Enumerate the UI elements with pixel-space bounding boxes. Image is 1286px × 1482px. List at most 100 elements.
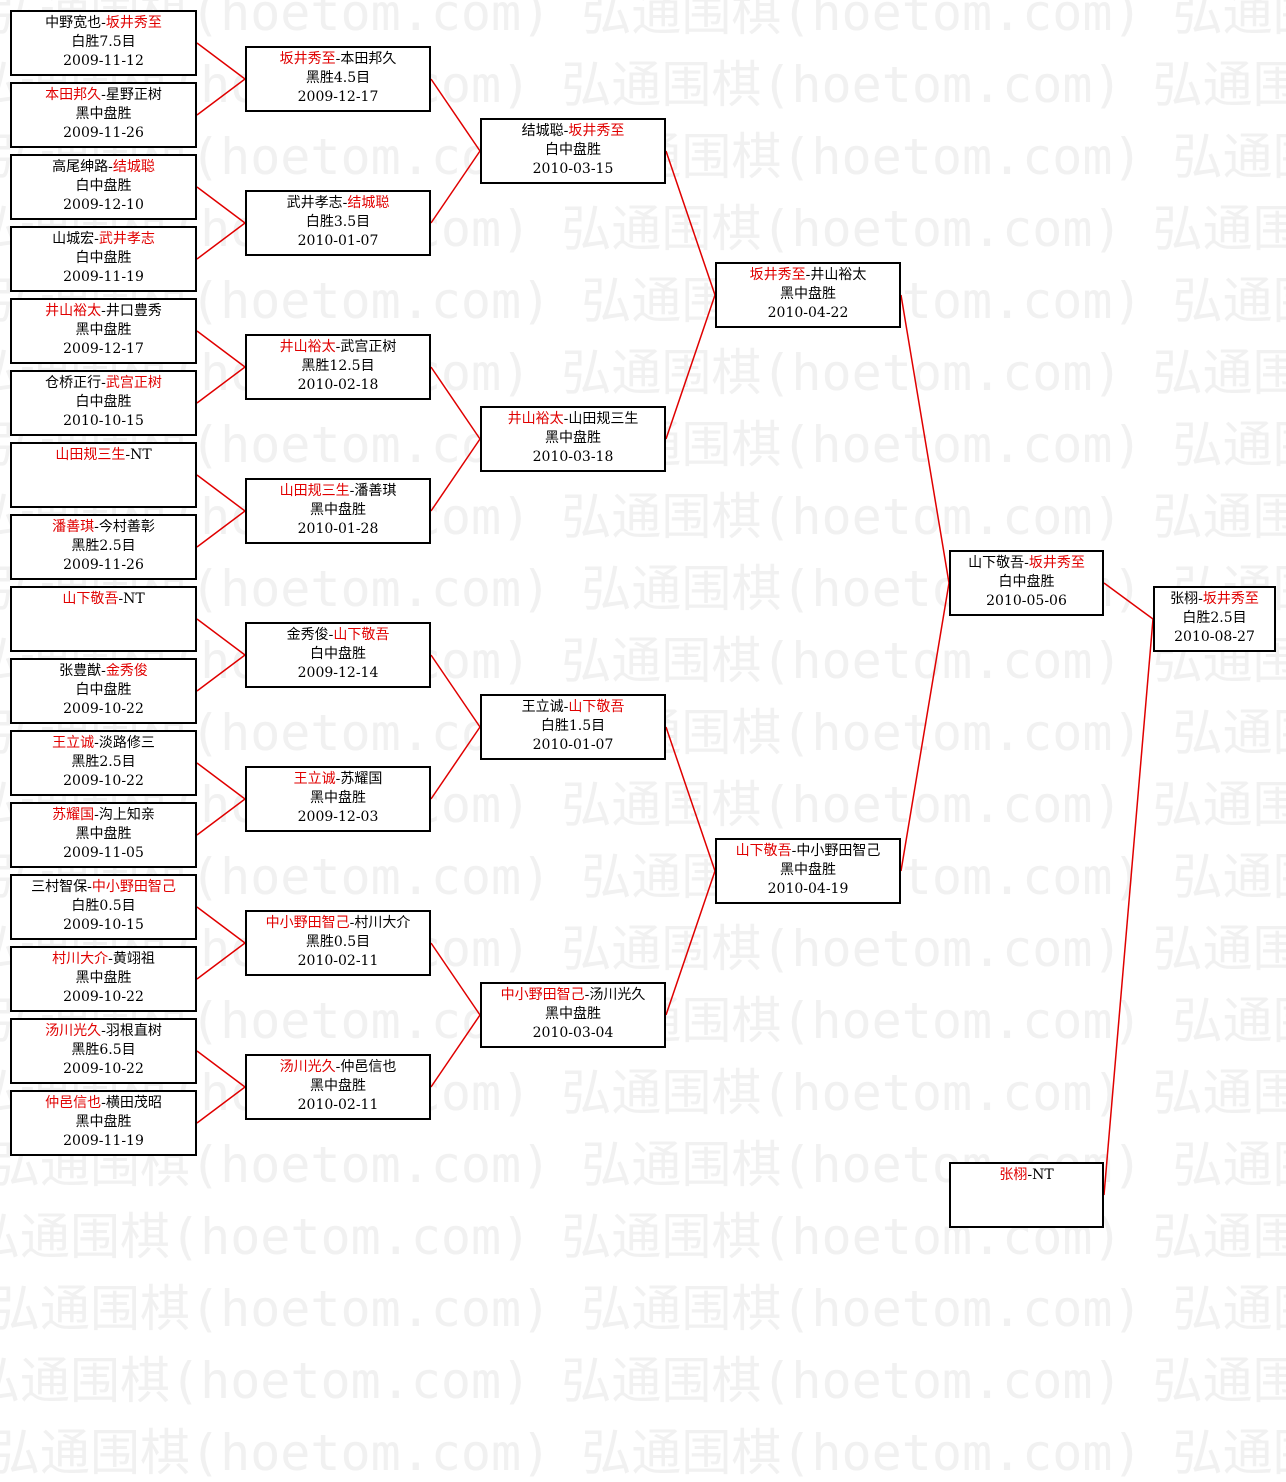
players-separator: - bbox=[94, 735, 99, 751]
player-two: 淡路修三 bbox=[98, 735, 155, 751]
players-separator: - bbox=[101, 1095, 106, 1111]
player-one: 王立诚 bbox=[293, 771, 336, 787]
match-date: 2009-12-17 bbox=[63, 341, 144, 357]
players-separator: - bbox=[342, 195, 348, 211]
connector-line bbox=[196, 474, 246, 512]
player-one: 坂井秀至 bbox=[749, 267, 806, 283]
player-two: NT bbox=[123, 591, 145, 607]
match-result: 黑中盘胜 bbox=[75, 106, 132, 122]
match-players: 汤川光久-仲邑信也 bbox=[247, 1058, 429, 1077]
connector-line bbox=[196, 186, 246, 224]
match-date: 2010-02-11 bbox=[297, 953, 379, 969]
player-two: 井口豊秀 bbox=[105, 303, 162, 319]
connector-line bbox=[430, 942, 481, 1016]
player-two: 金秀俊 bbox=[105, 663, 148, 679]
player-one: 仲邑信也 bbox=[45, 1095, 102, 1111]
player-two: 沟上知亲 bbox=[98, 807, 155, 823]
players-separator: - bbox=[87, 879, 92, 895]
match-players: 金秀俊-山下敬吾 bbox=[247, 626, 429, 645]
match-date: 2009-12-10 bbox=[63, 197, 144, 213]
match-players: 汤川光久-羽根直树 bbox=[12, 1022, 195, 1041]
connector-line bbox=[665, 870, 716, 1016]
player-one: 金秀俊 bbox=[286, 627, 329, 643]
player-two: 结城聪 bbox=[347, 195, 390, 211]
player-one: 汤川光久 bbox=[279, 1059, 336, 1075]
match-players: 张豊猷-金秀俊 bbox=[12, 662, 195, 681]
player-one: 井山裕太 bbox=[45, 303, 102, 319]
player-two: 横田茂昭 bbox=[105, 1095, 162, 1111]
player-one: 苏耀国 bbox=[52, 807, 95, 823]
match-players: 武井孝志-结城聪 bbox=[247, 194, 429, 213]
match-result: 黑胜12.5目 bbox=[301, 358, 375, 374]
match-date: 2009-10-22 bbox=[63, 1061, 144, 1077]
match-players: 三村智保-中小野田智己 bbox=[12, 878, 195, 897]
match-result: 白中盘胜 bbox=[310, 646, 366, 662]
match-result: 黑胜6.5目 bbox=[71, 1042, 136, 1058]
match-players: 中小野田智己-村川大介 bbox=[247, 914, 429, 933]
match-date: 2010-10-15 bbox=[63, 413, 144, 429]
players-separator: - bbox=[101, 375, 106, 391]
match-result: 黑中盘胜 bbox=[310, 790, 366, 806]
player-two: 坂井秀至 bbox=[105, 15, 162, 31]
player-one: 高尾绅路 bbox=[52, 159, 109, 175]
bracket-connectors bbox=[196, 42, 1154, 1196]
players-separator: - bbox=[108, 159, 113, 175]
player-one: 中小野田智己 bbox=[500, 987, 585, 1003]
connector-line bbox=[665, 150, 716, 296]
players-separator: - bbox=[1027, 1167, 1033, 1183]
match-box: 井山裕太-井口豊秀黑中盘胜 2009-12-17 bbox=[10, 298, 197, 364]
match-players: 坂井秀至-井山裕太 bbox=[717, 266, 899, 285]
connector-line bbox=[900, 294, 950, 584]
player-two: NT bbox=[1032, 1167, 1054, 1183]
connector-line bbox=[196, 510, 246, 548]
match-players: 王立诚-山下敬吾 bbox=[482, 698, 664, 717]
players-separator: - bbox=[335, 339, 341, 355]
match-result: 黑胜0.5目 bbox=[305, 934, 371, 950]
match-result: 黑中盘胜 bbox=[545, 430, 601, 446]
players-separator: - bbox=[349, 483, 355, 499]
player-two: 山下敬吾 bbox=[333, 627, 390, 643]
connector-line bbox=[665, 726, 716, 872]
match-result bbox=[12, 465, 195, 484]
player-one: 汤川光久 bbox=[45, 1023, 102, 1039]
watermark-text: 弘通围棋(hoetom.com) 弘通围棋(hoetom.com) 弘通围棋(h… bbox=[0, 1424, 1286, 1482]
match-result: 白中盘胜 bbox=[75, 682, 132, 698]
match-result: 黑中盘胜 bbox=[310, 1078, 366, 1094]
connector-line bbox=[196, 366, 246, 404]
match-date: 2009-10-22 bbox=[63, 773, 144, 789]
player-two: 坂井秀至 bbox=[1202, 591, 1259, 607]
match-result: 黑中盘胜 bbox=[75, 322, 132, 338]
player-one: 张栩 bbox=[1170, 591, 1199, 607]
player-one: 结城聪 bbox=[521, 123, 564, 139]
match-box: 中小野田智己-村川大介黑胜0.5目 2010-02-11 bbox=[245, 910, 431, 976]
player-one: 山田规三生 bbox=[279, 483, 350, 499]
match-result: 白中盘胜 bbox=[75, 250, 132, 266]
match-date: 2009-11-19 bbox=[63, 1133, 144, 1149]
match-players: 王立诚-苏耀国 bbox=[247, 770, 429, 789]
players-separator: - bbox=[805, 267, 811, 283]
players-separator: - bbox=[335, 1059, 341, 1075]
connector-line bbox=[196, 798, 246, 836]
connector-line bbox=[430, 366, 481, 440]
match-players: 井山裕太-井口豊秀 bbox=[12, 302, 195, 321]
match-date: 2009-11-26 bbox=[63, 557, 144, 573]
match-date: 2010-04-22 bbox=[767, 305, 849, 321]
players-separator: - bbox=[563, 411, 569, 427]
connector-line bbox=[900, 582, 950, 872]
match-players: 苏耀国-沟上知亲 bbox=[12, 806, 195, 825]
match-date: 2010-02-11 bbox=[297, 1097, 379, 1113]
player-one: 王立诚 bbox=[52, 735, 95, 751]
match-players: 山城宏-武井孝志 bbox=[12, 230, 195, 249]
connector-line bbox=[196, 330, 246, 368]
